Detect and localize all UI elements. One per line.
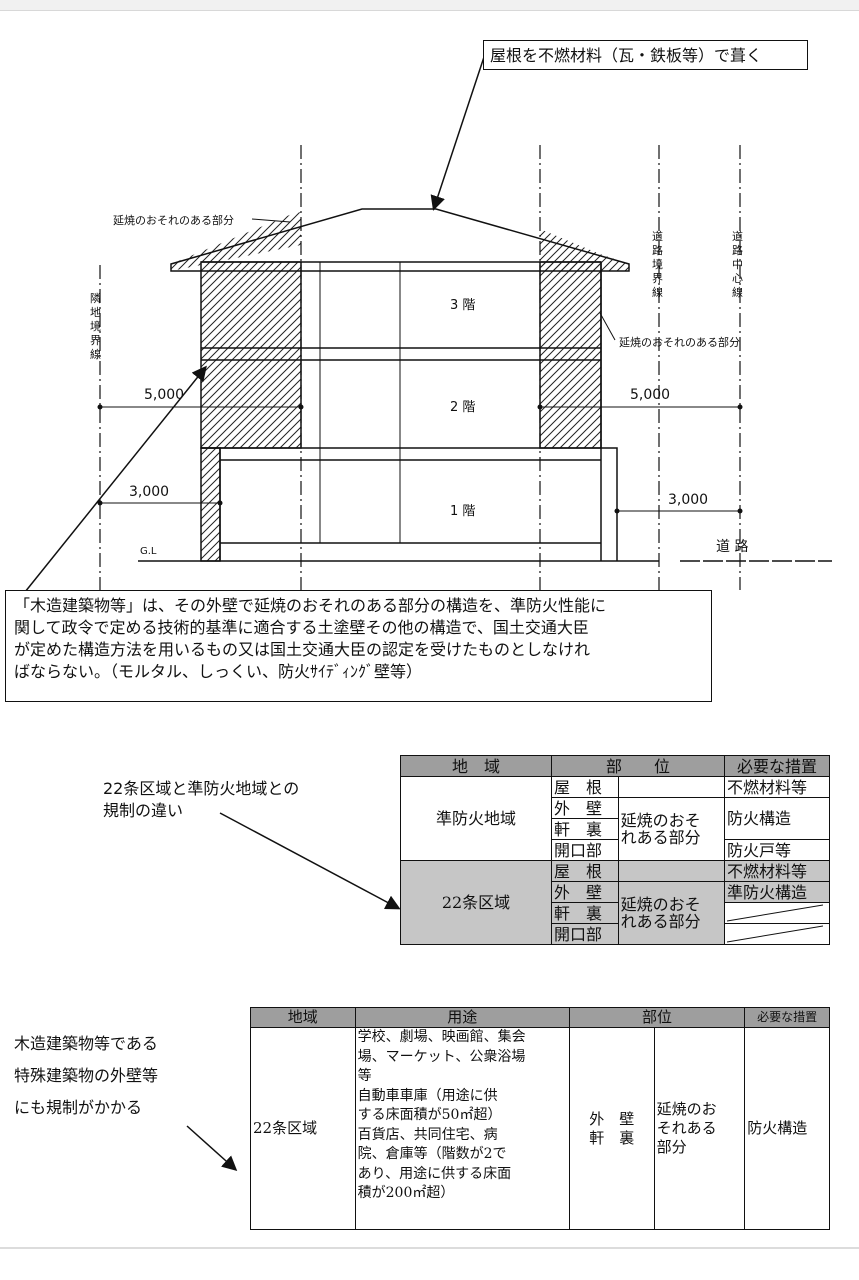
t1-b-measure-opening-empty <box>724 923 830 945</box>
table1-arrow <box>219 812 401 910</box>
fire-spread-label-left: 延焼のおそれのある部分 <box>113 214 234 227</box>
t1-a-wall: 外 壁 <box>551 797 619 819</box>
t1-header-part: 部 位 <box>551 755 725 777</box>
roof-note: 屋根を不燃材料（瓦・鉄板等）で葺く <box>483 40 808 70</box>
hatch-left-upper <box>200 261 302 449</box>
fire-spread-label-right: 延焼のおそれのある部分 <box>619 336 740 349</box>
t1-a-roof: 屋 根 <box>551 776 619 798</box>
t1-a-measure-roof: 不燃材料等 <box>724 776 830 798</box>
main-note: 「木造建築物等」は、その外壁で延焼のおそれのある部分の構造を、準防火性能に 関し… <box>5 590 712 702</box>
table1-note: 22条区域と準防火地域との 規制の違い <box>103 779 300 820</box>
t2-uses: 学校、劇場、映画館、集会 場、マーケット、公衆浴場 等 自動車車庫（用途に供 す… <box>354 1027 570 1230</box>
dim-right-3000: 3,000 <box>668 492 709 508</box>
top-bar <box>0 0 859 11</box>
t1-header-zone: 地 域 <box>400 755 552 777</box>
t1-b-opening: 開口部 <box>551 923 619 945</box>
table2-note: 木造建築物等である 特殊建築物の外壁等 にも規制がかかる <box>14 1034 159 1117</box>
road-center-label: 道路中心線 <box>732 230 743 299</box>
zone-comparison-table: 地 域 部 位 必要な措置 準防火地域 屋 根 不燃材料等 外 壁 延焼のおそ … <box>400 755 830 945</box>
t1-b-spread: 延焼のおそ れある部分 <box>617 881 726 945</box>
table2-arrow <box>186 1125 238 1172</box>
hatch-left-lower <box>200 447 221 562</box>
bottom-divider <box>0 1247 859 1249</box>
t1-a-spread: 延焼のおそ れある部分 <box>617 797 726 861</box>
dim-left-5000: 5,000 <box>144 387 185 403</box>
t1-b-measure-eaves-empty <box>724 902 830 924</box>
ground-level-label: G.L <box>140 546 157 557</box>
t1-b-measure-roof: 不燃材料等 <box>724 860 830 882</box>
road-boundary-label: 道路境界線 <box>652 230 663 299</box>
t1-b-eaves: 軒 裏 <box>551 902 619 924</box>
floor-2-label: 2 階 <box>450 400 476 415</box>
t2-header-part: 部位 <box>568 1007 746 1028</box>
t1-b-measure-wall: 準防火構造 <box>724 881 830 903</box>
t1-a-eaves: 軒 裏 <box>551 818 619 840</box>
roof-note-arrow <box>430 56 485 211</box>
hatch-roof-right <box>540 229 629 271</box>
t2-header-use: 用途 <box>354 1007 570 1028</box>
t1-a-opening: 開口部 <box>551 839 619 861</box>
floor-3-label: 3 階 <box>450 298 476 313</box>
hatch-right-upper <box>539 261 602 449</box>
hatch-roof-left <box>171 212 301 271</box>
t1-zone-a: 準防火地域 <box>400 776 552 861</box>
t2-part: 外 壁 軒 裏 <box>568 1027 655 1230</box>
t1-a-measure-opening: 防火戸等 <box>724 839 830 861</box>
t2-spread: 延焼のお それある 部分 <box>653 1027 746 1230</box>
t2-zone: 22条区域 <box>250 1027 356 1230</box>
t1-b-roof: 屋 根 <box>551 860 619 882</box>
main-note-arrow <box>24 365 207 593</box>
t1-zone-b: 22条区域 <box>400 860 552 945</box>
dim-left-3000: 3,000 <box>129 484 170 500</box>
t1-header-measure: 必要な措置 <box>724 755 830 777</box>
dim-right-5000: 5,000 <box>630 387 671 403</box>
special-building-table: 地域 用途 部位 必要な措置 22条区域 学校、劇場、映画館、集会 場、マーケッ… <box>250 1007 830 1230</box>
t2-measure: 防火構造 <box>744 1027 830 1230</box>
t2-header-zone: 地域 <box>250 1007 356 1028</box>
floor-1-label: 1 階 <box>450 504 476 519</box>
t2-header-measure: 必要な措置 <box>744 1007 830 1028</box>
t1-a-measure-wall: 防火構造 <box>724 797 830 840</box>
t1-b-wall: 外 壁 <box>551 881 619 903</box>
road-label: 道 路 <box>716 539 749 555</box>
neighbor-line-label: 隣地境界線 <box>90 292 101 361</box>
